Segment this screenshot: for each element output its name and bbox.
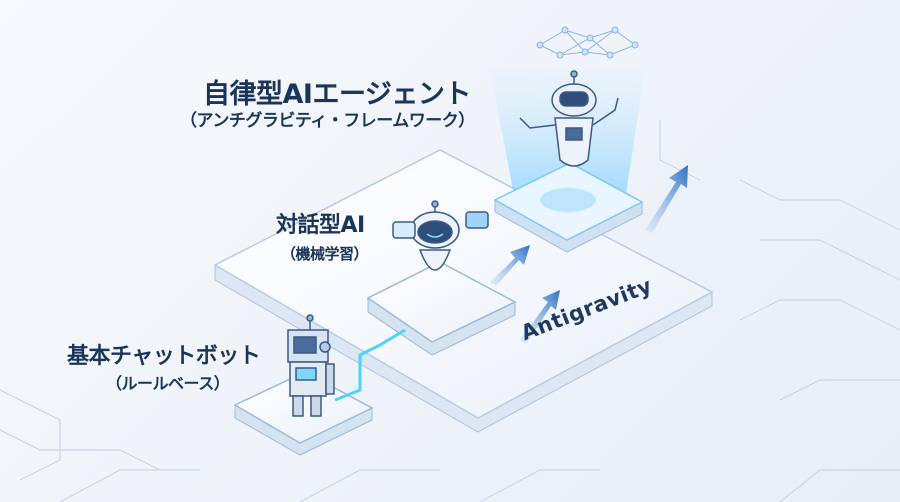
dialogue-tier-title: 対話型AI (276, 213, 365, 238)
chatbot-tier-subtitle: （ルールベース） (106, 374, 230, 393)
circuit-lines (0, 120, 900, 502)
glow-connector (334, 328, 406, 402)
chatbot-tier-title: 基本チャットボット (67, 344, 261, 369)
agent-tier-subtitle: （アンチグラビティ・フレームワーク） (180, 111, 475, 131)
basic-robot-icon (287, 314, 335, 417)
growth-arrows (490, 165, 688, 344)
dialogue-robot-icon (392, 200, 489, 271)
agent-robot-icon (519, 26, 639, 167)
dialogue-tier-subtitle: （機械学習） (281, 245, 369, 263)
agent-platform (493, 162, 644, 253)
agent-tier-title: 自律型AIエージェント (203, 79, 471, 110)
neural-network-icon (536, 26, 639, 59)
